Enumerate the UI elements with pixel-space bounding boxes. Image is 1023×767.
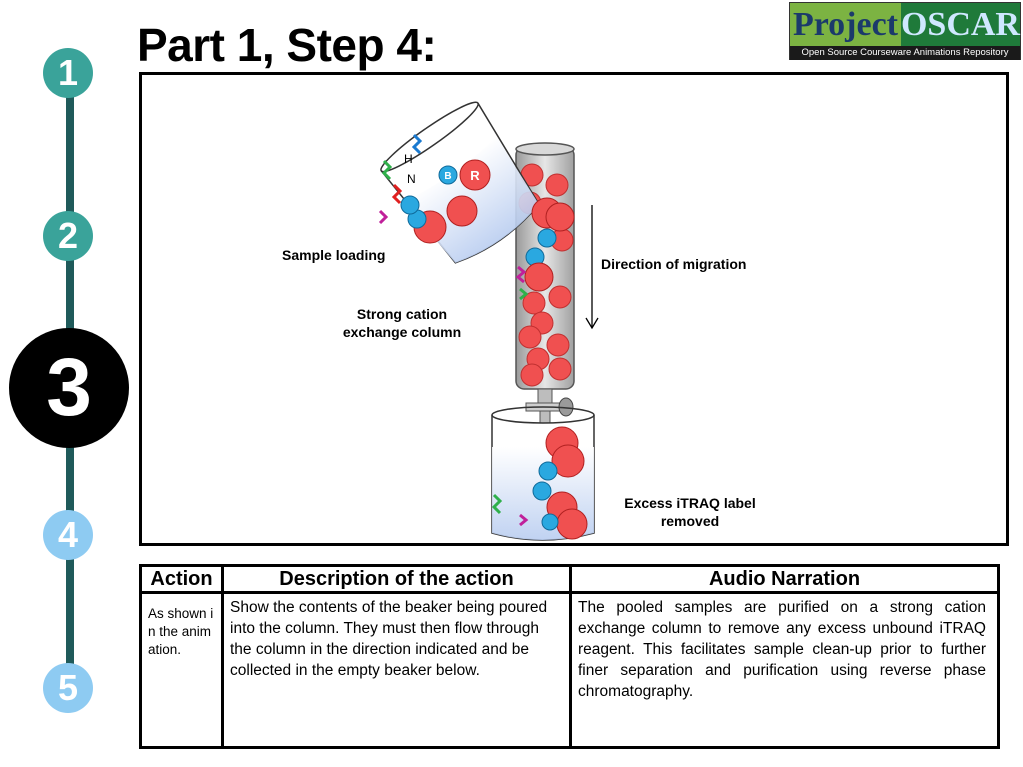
narration-cell: The pooled samples are purified on a str… <box>578 599 986 700</box>
column-label-line-1: Strong cation <box>356 306 448 322</box>
step-number: 4 <box>57 514 79 555</box>
column-label-line-2: exchange column <box>342 324 462 340</box>
action-cell: As shown in the animation. <box>148 606 214 657</box>
excess-label-line-2: removed <box>660 513 720 529</box>
step-1-badge[interactable]: 1 <box>43 48 93 98</box>
direction-label: Direction of migration <box>601 256 747 272</box>
step-3-badge-current[interactable]: 3 <box>9 328 129 448</box>
molecule-h: H <box>404 152 413 166</box>
step-5-badge[interactable]: 5 <box>43 663 93 713</box>
column-divider <box>221 567 224 746</box>
instruction-table: Action Description of the action Audio N… <box>139 564 1000 749</box>
step-number: 3 <box>46 342 92 433</box>
resin-bead <box>522 291 546 315</box>
step-4-badge[interactable]: 4 <box>43 510 93 560</box>
logo-word-oscar: OSCAR <box>900 3 1020 46</box>
resin-bead <box>520 363 544 387</box>
description-cell: Show the contents of the beaker being po… <box>230 599 548 679</box>
step-number: 1 <box>57 52 79 93</box>
resin-bead <box>548 285 572 309</box>
header-description: Description of the action <box>224 567 569 594</box>
step-number: 2 <box>57 215 79 256</box>
header-narration: Audio Narration <box>572 567 997 594</box>
step-number: 5 <box>57 667 79 708</box>
collected-molecules <box>491 426 588 540</box>
purification-diagram: R B N H <box>378 101 599 541</box>
sample-molecules: R B N H <box>378 133 491 244</box>
migration-arrow <box>585 205 599 330</box>
molecule-n: N <box>407 172 416 186</box>
excess-label-removed: Excess iTRAQ label removed <box>615 494 765 530</box>
column-divider <box>569 567 572 746</box>
step-2-badge[interactable]: 2 <box>43 211 93 261</box>
column-type-label: Strong cation exchange column <box>332 305 472 341</box>
resin-bead <box>518 325 542 349</box>
migrating-molecules <box>515 197 575 301</box>
animation-frame: R B N H <box>139 72 1009 546</box>
excess-label-line-1: Excess iTRAQ label <box>624 495 756 511</box>
logo-word-project: Project <box>790 3 901 46</box>
molecule-r: R <box>470 168 480 183</box>
header-action: Action <box>142 567 221 594</box>
resin-bead <box>545 173 569 197</box>
project-oscar-logo: Project OSCAR Open Source Courseware Ani… <box>789 2 1021 60</box>
sample-loading-label: Sample loading <box>282 247 386 263</box>
resin-bead <box>546 333 570 357</box>
resin-bead <box>548 357 572 381</box>
logo-tagline: Open Source Courseware Animations Reposi… <box>790 46 1020 60</box>
molecule-b: B <box>444 171 451 182</box>
page-title: Part 1, Step 4: <box>137 19 437 71</box>
